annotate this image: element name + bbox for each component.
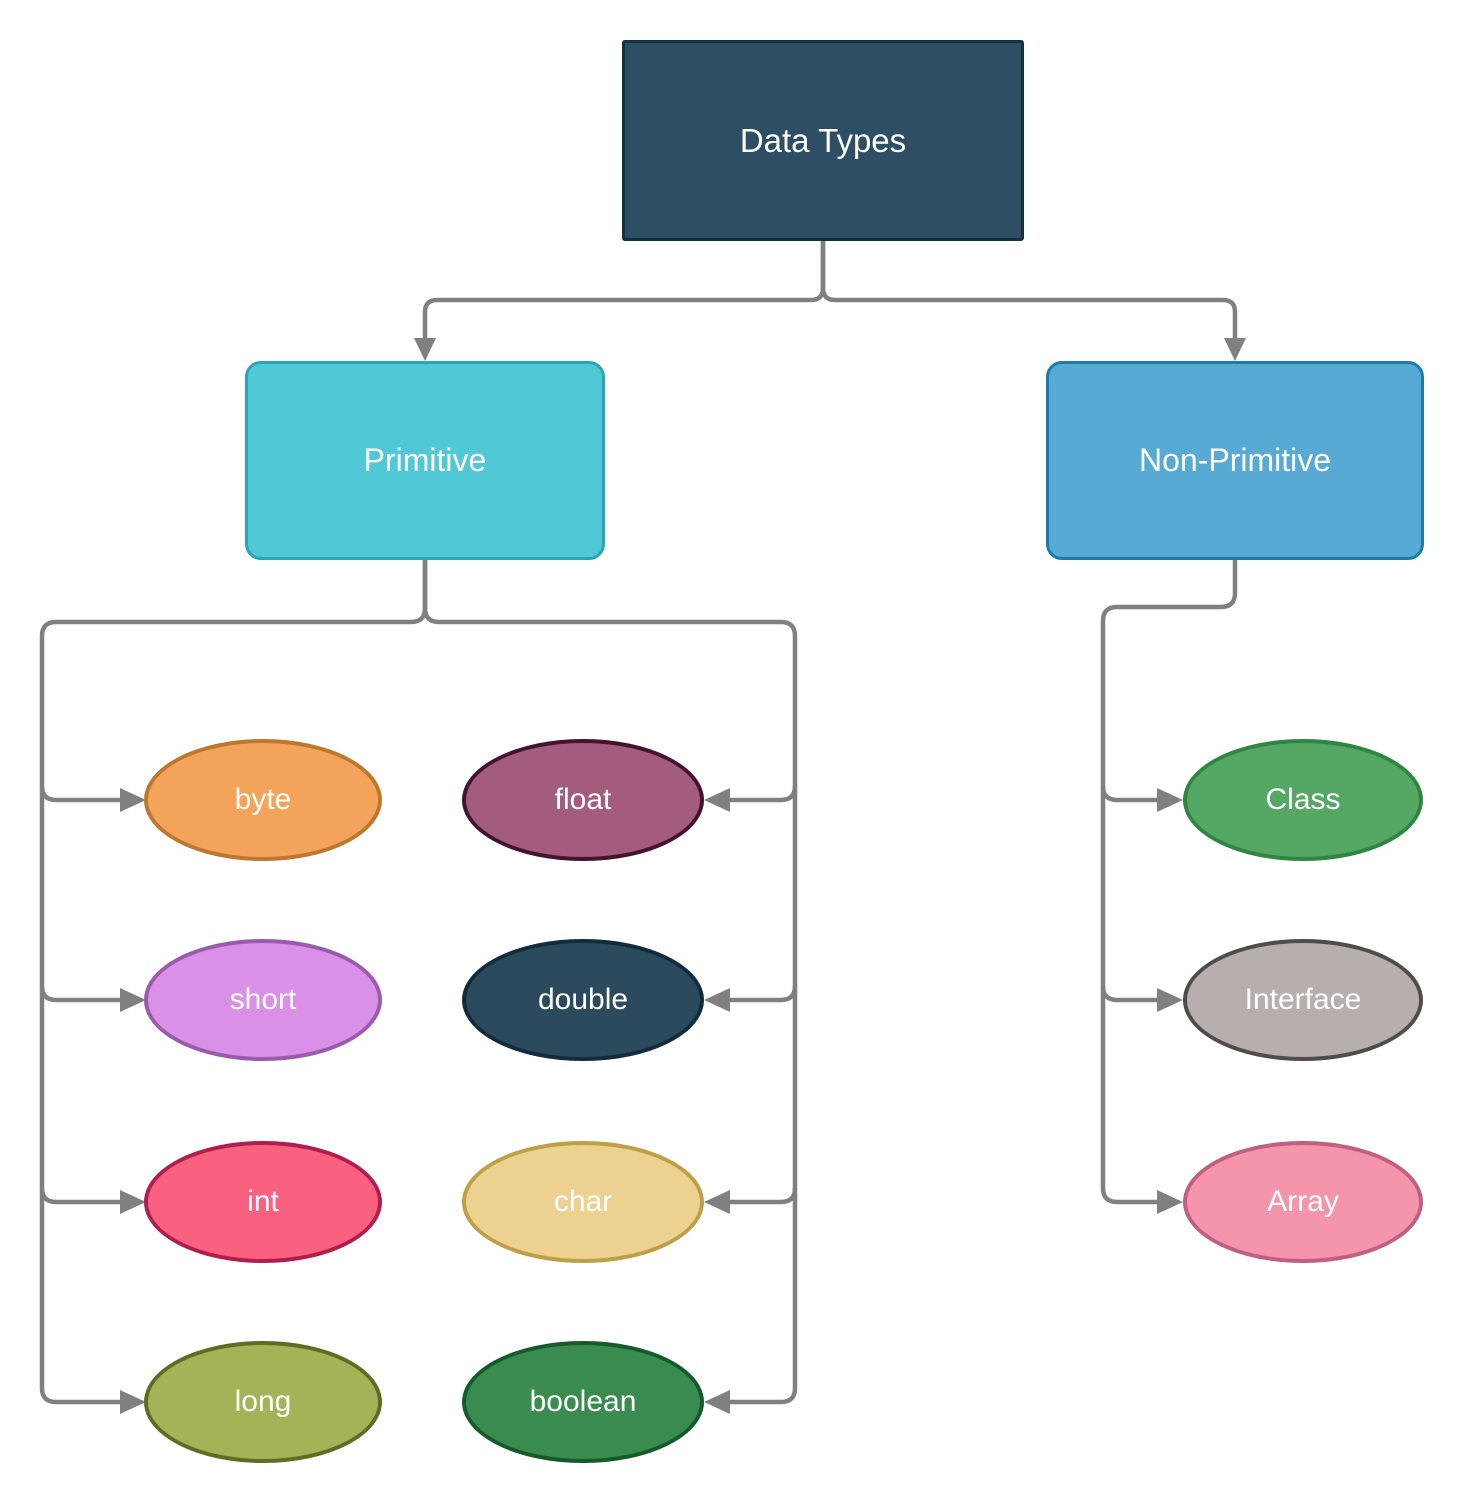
node-primitive-label: Primitive: [363, 442, 487, 478]
edge-primitive-double: [704, 985, 798, 1012]
node-char-label: char: [553, 1185, 613, 1218]
edge-primitive-boolean: [422, 560, 798, 1414]
node-double-label: double: [537, 983, 629, 1016]
node-float-label: float: [554, 783, 612, 816]
arrowhead-right-icon: [1157, 788, 1183, 812]
node-interface-label: Interface: [1244, 983, 1362, 1016]
arrowhead-left-icon: [704, 1390, 730, 1414]
edge-nonprimitive-class: [1100, 785, 1183, 812]
node-byte[interactable]: byte: [144, 739, 382, 861]
node-long[interactable]: long: [144, 1341, 382, 1463]
node-primitive[interactable]: Primitive: [245, 361, 605, 560]
node-boolean-label: boolean: [529, 1385, 637, 1418]
edge-primitive-long: [39, 560, 428, 1414]
node-class[interactable]: Class: [1183, 739, 1423, 861]
node-double[interactable]: double: [462, 939, 704, 1061]
arrowhead-left-icon: [704, 988, 730, 1012]
node-array-label: Array: [1267, 1185, 1339, 1218]
node-long-label: long: [234, 1385, 292, 1418]
arrowhead-right-icon: [120, 1190, 146, 1214]
edge-primitive-float: [704, 785, 798, 812]
node-byte-label: byte: [234, 783, 292, 816]
node-data-types-label: Data Types: [739, 121, 907, 159]
arrowhead-down-icon: [1224, 338, 1246, 361]
node-float[interactable]: float: [462, 739, 704, 861]
arrowhead-down-icon: [414, 338, 436, 361]
edge-primitive-byte: [39, 785, 146, 812]
edge-nonprimitive-array: [1100, 560, 1238, 1214]
node-class-label: Class: [1265, 783, 1341, 816]
arrowhead-left-icon: [704, 788, 730, 812]
node-char[interactable]: char: [462, 1141, 704, 1263]
node-short-label: short: [229, 983, 297, 1016]
node-non-primitive-label: Non-Primitive: [1138, 442, 1332, 478]
edge-primitive-char: [704, 1187, 798, 1214]
node-array[interactable]: Array: [1183, 1141, 1423, 1263]
node-non-primitive[interactable]: Non-Primitive: [1046, 361, 1424, 560]
node-int-label: int: [247, 1185, 279, 1218]
arrowhead-right-icon: [120, 1390, 146, 1414]
node-short[interactable]: short: [144, 939, 382, 1061]
node-data-types[interactable]: Data Types: [622, 40, 1024, 241]
node-boolean[interactable]: boolean: [462, 1341, 704, 1463]
edge-primitive-int: [39, 1187, 146, 1214]
edge-datatypes-nonprimitive: [820, 241, 1246, 361]
edge-primitive-short: [39, 985, 146, 1012]
arrowhead-right-icon: [1157, 988, 1183, 1012]
arrowhead-right-icon: [120, 988, 146, 1012]
edge-datatypes-primitive: [414, 241, 826, 361]
node-int[interactable]: int: [144, 1141, 382, 1263]
arrowhead-right-icon: [1157, 1190, 1183, 1214]
edge-nonprimitive-interface: [1100, 985, 1183, 1012]
arrowhead-left-icon: [704, 1190, 730, 1214]
node-interface[interactable]: Interface: [1183, 939, 1423, 1061]
arrowhead-right-icon: [120, 788, 146, 812]
